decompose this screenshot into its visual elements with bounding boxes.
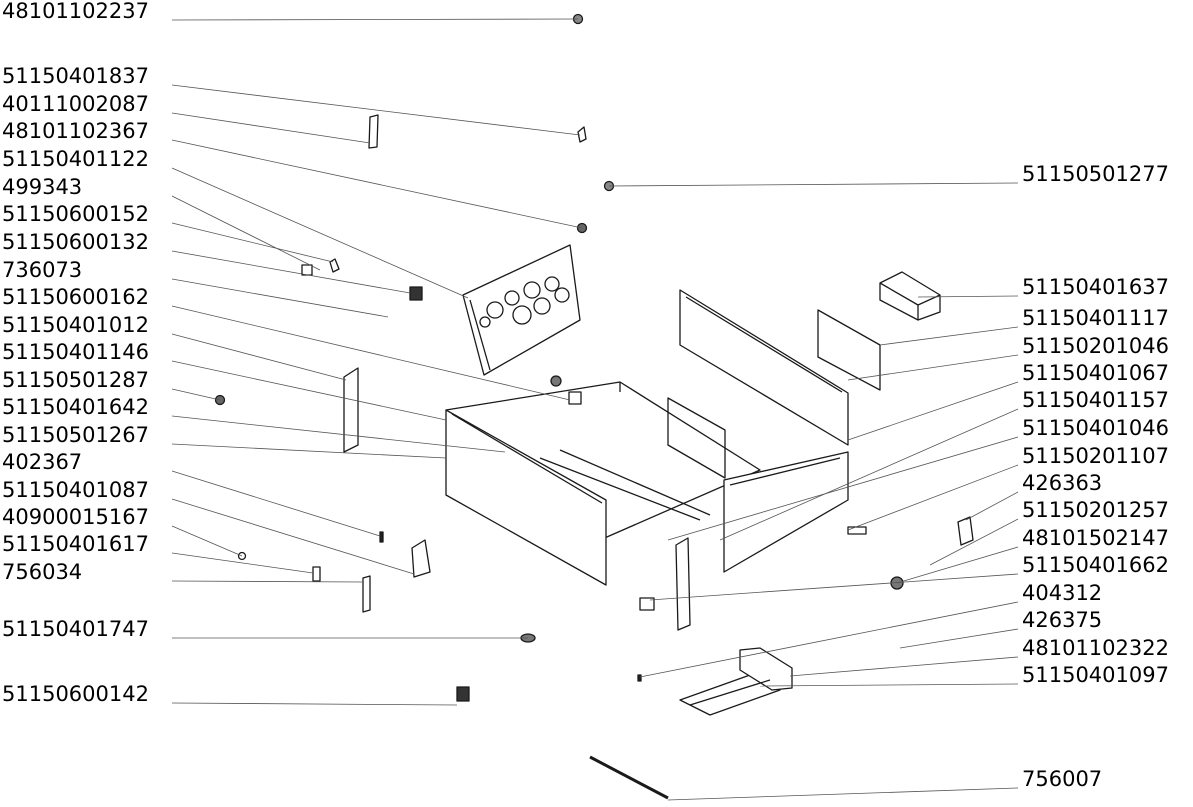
leader-line-left-14 <box>171 443 447 459</box>
lower-bracket <box>679 647 793 716</box>
leader-line-left-4 <box>171 167 469 299</box>
leader-line-right-9 <box>929 518 1019 566</box>
leader-line-left-12 <box>171 388 221 401</box>
leader-line-right-14 <box>789 656 1019 677</box>
leader-line-right-11 <box>649 573 1019 601</box>
part-number-label: 756034 <box>2 560 83 584</box>
leader-line-left-6 <box>171 222 334 263</box>
part-number-label: 402367 <box>2 450 83 474</box>
part-number-label: 51150401117 <box>1022 306 1169 330</box>
part-number-label: 48101102367 <box>2 119 149 143</box>
leader-line-right-1 <box>917 295 1019 298</box>
leader-line-left-15 <box>171 470 381 537</box>
leader-line-right-13 <box>899 628 1019 649</box>
front-right-post <box>675 537 691 631</box>
leader-line-left-13 <box>171 415 506 453</box>
part-number-label: 51150201107 <box>1022 444 1169 468</box>
part-number-label: 51150401747 <box>2 617 149 641</box>
part-number-label: 48101502147 <box>1022 526 1169 550</box>
leader-line-left-7 <box>171 250 411 294</box>
leader-line-right-8 <box>965 491 1019 521</box>
part-number-label: 736073 <box>2 258 83 282</box>
leader-line-right-2 <box>879 326 1019 346</box>
top-bracket <box>879 271 941 321</box>
part-number-label: 51150201046 <box>1022 334 1169 358</box>
part-number-label: 404312 <box>1022 581 1103 605</box>
long-bar <box>589 755 669 800</box>
part-number-label: 51150401662 <box>1022 553 1169 577</box>
part-number-label: 40900015167 <box>2 505 149 529</box>
part-number-label: 51150600152 <box>2 202 149 226</box>
part-number-label: 51150501267 <box>2 423 149 447</box>
part-number-label: 40111002087 <box>2 92 149 116</box>
leader-line-left-5 <box>171 195 321 271</box>
part-number-label: 51150401012 <box>2 313 149 337</box>
part-number-label: 51150201257 <box>1022 498 1169 522</box>
leader-line-right-12 <box>639 601 1019 678</box>
leader-lines <box>171 18 1019 801</box>
part-number-label: 51150401087 <box>2 478 149 502</box>
leader-line-left-19 <box>171 580 364 583</box>
cabinet-base <box>445 381 761 586</box>
leader-line-left-8 <box>171 278 389 318</box>
rear-wall <box>679 289 849 446</box>
part-number-label: 51150401637 <box>1022 275 1169 299</box>
part-number-label: 51150401642 <box>2 395 149 419</box>
fittings <box>214 13 904 702</box>
part-number-label: 51150501277 <box>1022 162 1169 186</box>
leader-line-left-0 <box>171 18 579 21</box>
rear-plate <box>817 309 881 391</box>
small-cover-plate <box>957 516 974 546</box>
leader-line-left-2 <box>171 112 371 144</box>
part-number-label: 756007 <box>1022 767 1103 791</box>
leader-line-left-3 <box>171 139 583 229</box>
small-angle-bracket <box>411 539 431 578</box>
leader-line-left-11 <box>171 360 447 421</box>
part-number-label: 426375 <box>1022 608 1103 632</box>
leader-line-left-9 <box>171 305 571 401</box>
part-number-label: 51150600162 <box>2 285 149 309</box>
part-number-label: 51150401122 <box>2 147 149 171</box>
leader-line-right-0 <box>608 182 1019 187</box>
part-number-label: 51150401146 <box>2 340 149 364</box>
leader-line-right-3 <box>847 354 1019 381</box>
leader-line-right-15 <box>759 683 1019 687</box>
part-number-label: 48101102237 <box>2 0 149 23</box>
front-panel <box>462 244 581 376</box>
part-number-label: 51150600142 <box>2 682 149 706</box>
part-number-label: 51150401617 <box>2 532 149 556</box>
part-number-label: 499343 <box>2 175 83 199</box>
part-number-label: 51150401097 <box>1022 663 1169 687</box>
leader-line-right-5 <box>719 408 1019 541</box>
leader-line-right-7 <box>847 464 1019 531</box>
part-number-label: 51150501287 <box>2 368 149 392</box>
part-number-label: 51150401157 <box>1022 388 1169 412</box>
part-number-label: 48101102322 <box>1022 636 1169 660</box>
leader-line-right-10 <box>896 546 1019 584</box>
leader-line-left-10 <box>171 333 347 381</box>
left-upright-bracket <box>343 367 359 453</box>
leader-line-right-6 <box>667 436 1019 541</box>
slim-plate <box>362 575 371 613</box>
leader-line-left-17 <box>171 525 243 557</box>
part-number-label: 51150600132 <box>2 230 149 254</box>
part-number-label: 51150401837 <box>2 64 149 88</box>
right-side-wall <box>723 451 849 573</box>
leader-line-right-16 <box>667 787 1019 801</box>
leader-line-left-16 <box>171 498 415 575</box>
leader-line-left-21 <box>171 702 458 706</box>
leader-line-left-1 <box>171 84 581 136</box>
part-number-label: 51150401046 <box>1022 416 1169 440</box>
leader-line-right-4 <box>847 381 1019 441</box>
part-number-label: 51150401067 <box>1022 361 1169 385</box>
leader-line-left-18 <box>171 552 314 574</box>
part-number-label: 426363 <box>1022 471 1103 495</box>
